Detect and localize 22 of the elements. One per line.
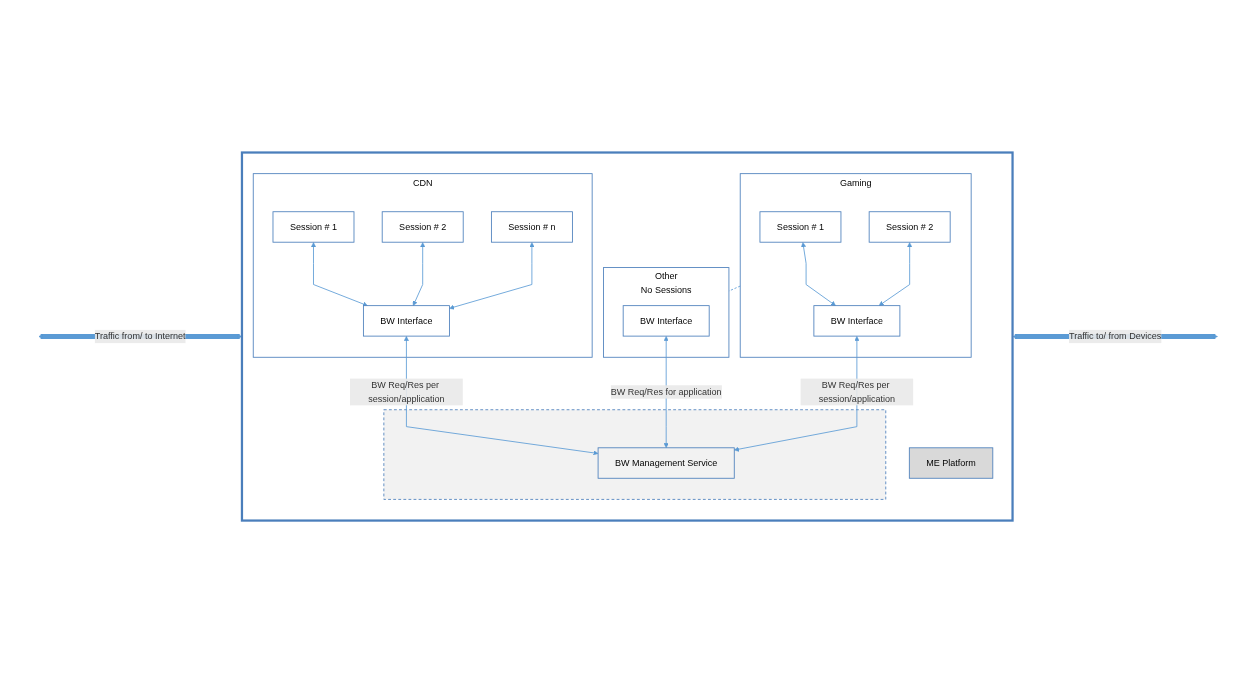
cluster — [240, 151, 1014, 522]
cluster — [383, 409, 887, 500]
edge-label: BW Req/Res per session/application — [818, 380, 896, 404]
arrow — [801, 242, 836, 306]
node-box: Session # n — [490, 211, 573, 243]
edge-label: Traffic from/ to Internet — [94, 331, 186, 341]
arrow — [412, 242, 426, 306]
node-box: Session # 2 — [381, 211, 464, 243]
node-box: Session # 1 — [272, 211, 355, 243]
node-box: BW Management Service — [597, 447, 735, 479]
node-box: BW Interface — [813, 305, 901, 337]
arrow — [878, 242, 913, 306]
node-box: Session # 1 — [759, 211, 842, 243]
node-box: BW Interface — [622, 305, 710, 337]
arrow — [449, 242, 535, 310]
edge-label: BW Req/Res per session/application — [368, 380, 445, 404]
arrow — [311, 242, 368, 307]
edge-label: Traffic to/ from Devices — [1068, 331, 1162, 341]
node-box: BW Interface — [362, 305, 450, 337]
node-box: Session # 2 — [868, 211, 951, 243]
node-box: ME Platform — [908, 447, 994, 479]
edge-label: BW Req/Res for application — [610, 386, 722, 397]
